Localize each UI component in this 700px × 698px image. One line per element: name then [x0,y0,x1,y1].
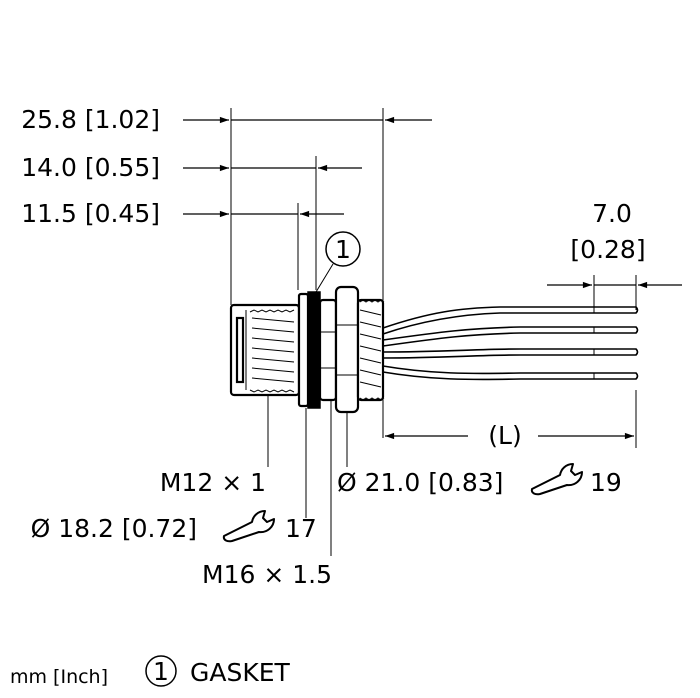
leader-lines [267,395,348,556]
wrench-icon [222,510,275,543]
wrench-icon [530,463,583,496]
dim-cable-label: (L) [488,421,521,450]
balloon-number: 1 [335,235,351,264]
dim-front-length: 11.5 [0.45] [21,199,344,290]
units-label: mm [Inch] [10,666,108,688]
legend-gasket-label: GASKET [190,658,291,687]
dim-strip-in-label: [0.28] [570,235,645,264]
dim-thread-label: 14.0 [0.55] [21,153,160,182]
dim-thread-length: 14.0 [0.55] [21,153,362,290]
front-thread-callout: M12 × 1 [160,468,266,497]
rear-thread-callout: M16 × 1.5 [202,560,332,589]
footer-legend: mm [Inch] 1 GASKET [10,655,291,688]
dim-front-label: 11.5 [0.45] [21,199,160,228]
connector-body [229,285,385,414]
dim-overall-label: 25.8 [1.02] [21,105,160,134]
flange-diameter-callout: Ø 18.2 [0.72] [31,514,197,543]
balloon-icon: 1 [315,231,361,293]
dim-strip-length: 7.0 [0.28] [547,199,682,310]
balloon-icon [145,655,177,687]
cable-wires [382,306,639,381]
dim-strip-mm-label: 7.0 [592,199,632,228]
wrench-19-label: 19 [590,468,622,497]
front-thread-hatch [245,309,295,393]
nut-diameter-callout: Ø 21.0 [0.83] [337,468,503,497]
legend-balloon-number: 1 [153,657,169,686]
dim-cable-length: (L) [384,390,637,450]
wrench-17-label: 17 [285,514,317,543]
dim-overall-length: 25.8 [1.02] [21,105,432,438]
